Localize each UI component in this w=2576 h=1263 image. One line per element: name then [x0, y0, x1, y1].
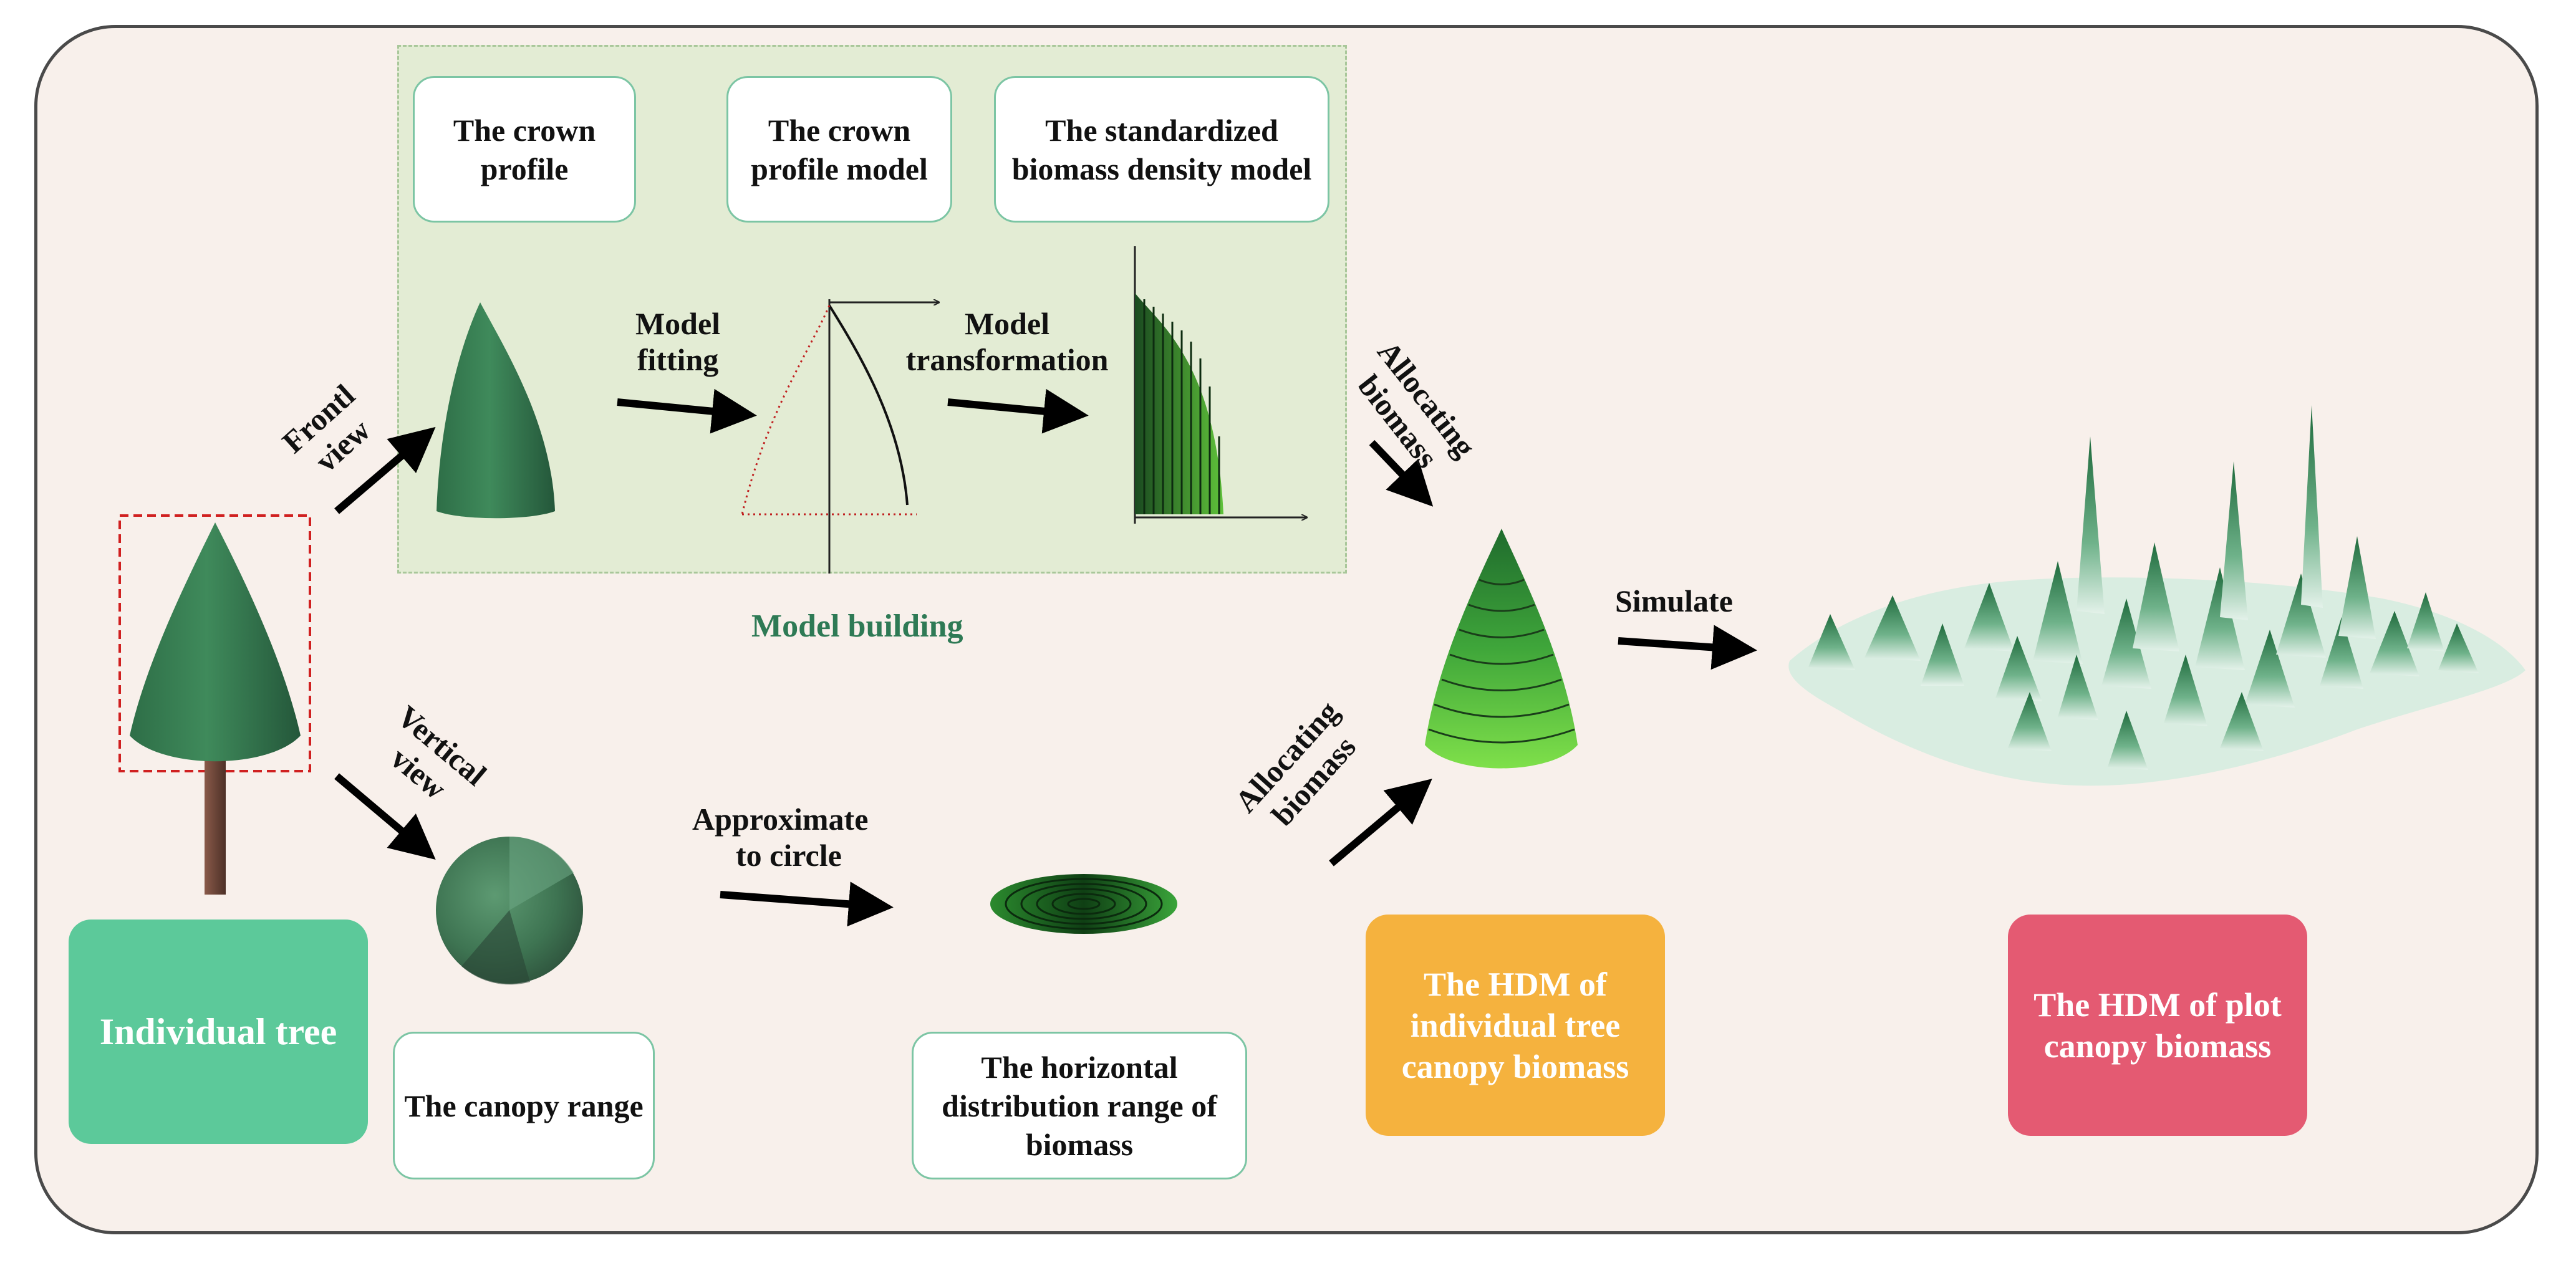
- front-view-arrow: [334, 426, 436, 514]
- horizontal-distribution-box: The horizontal distribution range of bio…: [912, 1032, 1247, 1179]
- vertical-view-arrow: [334, 773, 436, 860]
- canopy-range-box: The canopy range: [393, 1032, 655, 1179]
- crown-profile-box: The crown profile: [413, 76, 636, 223]
- simulate-arrow: [1618, 625, 1757, 670]
- approximate-arrow: [720, 881, 894, 927]
- canopy-disc: [436, 836, 583, 985]
- plot-canopy-terrain: [1788, 405, 2525, 786]
- hdm-plot-box: The HDM of plot canopy biomass: [2008, 915, 2307, 1136]
- simulate-label: Simulate: [1615, 583, 1733, 618]
- density-model-box: The standardized biomass density model: [994, 76, 1329, 223]
- density-model-graph: [1134, 246, 1306, 524]
- horizontal-distribution-disc: [990, 874, 1177, 934]
- allocating-bottom-arrow: [1329, 779, 1432, 867]
- model-transformation-arrow: [947, 388, 1089, 434]
- crown-profile-cone: [437, 302, 555, 519]
- hdm-individual-cone: [1425, 529, 1578, 769]
- individual-tree-illustration: [118, 514, 311, 895]
- flow-arrows: [334, 388, 1757, 927]
- crown-profile-model-box: The crown profile model: [726, 76, 952, 223]
- hdm-individual-box: The HDM of individual tree canopy biomas…: [1366, 915, 1665, 1136]
- allocating-top-arrow: [1369, 439, 1434, 507]
- model-building-title: Model building: [751, 608, 963, 644]
- individual-tree-box: Individual tree: [69, 920, 368, 1144]
- approximate-label: Approximate to circle: [692, 802, 869, 873]
- model-fitting-arrow: [617, 388, 757, 434]
- crown-profile-model-graph: [741, 299, 938, 574]
